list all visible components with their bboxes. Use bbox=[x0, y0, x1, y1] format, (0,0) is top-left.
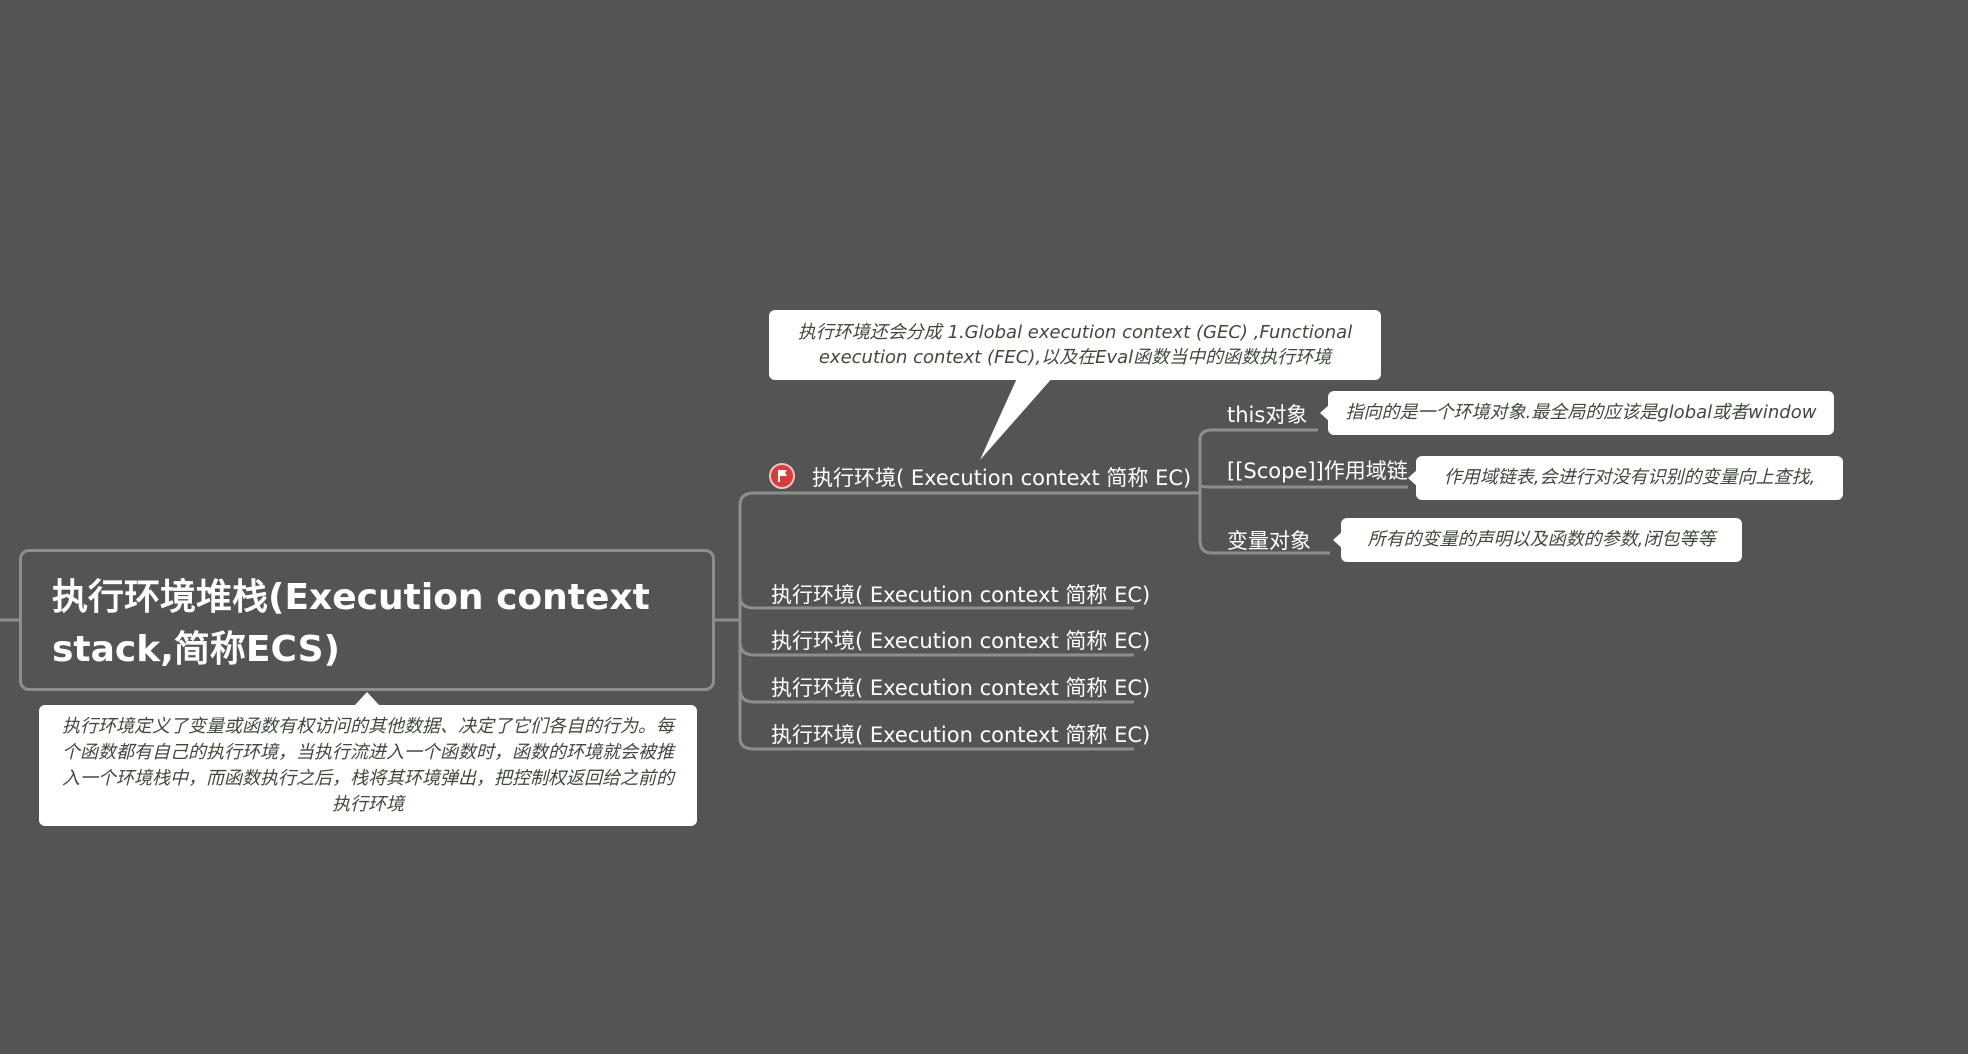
root-topic-note: 执行环境定义了变量或函数有权访问的其他数据、决定了它们各自的行为。每个函数都有自… bbox=[39, 705, 697, 826]
flag-icon bbox=[769, 463, 795, 489]
branch-topic[interactable]: 执行环境( Execution context 简称 EC) bbox=[771, 723, 1151, 747]
subtopic-variable-object[interactable]: 变量对象 bbox=[1227, 529, 1311, 553]
root-topic-title: 执行环境堆栈(Execution context stack,简称ECS) bbox=[52, 577, 650, 670]
branch-topic[interactable]: 执行环境( Execution context 简称 EC) bbox=[771, 676, 1151, 700]
subtopic-scope-chain[interactable]: [[Scope]]作用域链 bbox=[1227, 459, 1408, 483]
subtopic-scope-chain-note: 作用域链表,会进行对没有识别的变量向上查找, bbox=[1416, 456, 1843, 500]
main-branch-callout: 执行环境还会分成 1.Global execution context (GEC… bbox=[769, 310, 1381, 380]
subtopic-this-object-note: 指向的是一个环境对象.最全局的应该是global或者window bbox=[1328, 391, 1834, 435]
branch-topic[interactable]: 执行环境( Execution context 简称 EC) bbox=[771, 629, 1151, 653]
root-topic[interactable]: 执行环境堆栈(Execution context stack,简称ECS) bbox=[19, 549, 715, 691]
subtopic-variable-object-note: 所有的变量的声明以及函数的参数,闭包等等 bbox=[1341, 518, 1742, 562]
subtopic-this-object[interactable]: this对象 bbox=[1227, 403, 1308, 427]
main-branch-topic[interactable]: 执行环境( Execution context 简称 EC) bbox=[812, 466, 1192, 490]
branch-topic[interactable]: 执行环境( Execution context 简称 EC) bbox=[771, 583, 1151, 607]
